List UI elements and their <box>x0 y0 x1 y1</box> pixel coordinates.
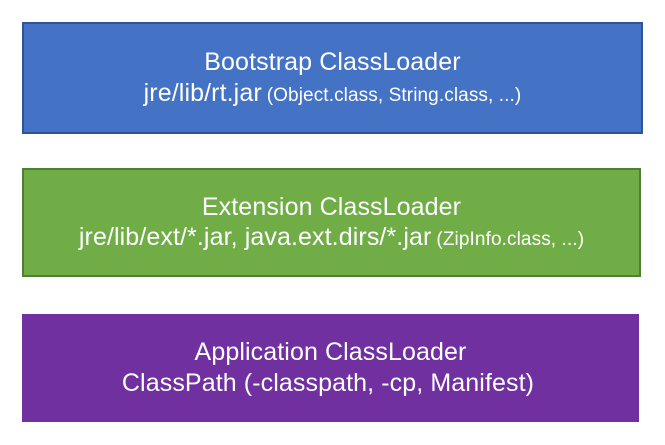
bootstrap-classloader-note: (Object.class, String.class, ...) <box>266 84 522 106</box>
extension-classloader-path: jre/lib/ext/*.jar, java.ext.dirs/*.jar <box>78 223 432 251</box>
application-classloader-path: ClassPath (-classpath, -cp, Manifest) <box>121 368 535 397</box>
application-classloader-detail: ClassPath (-classpath, -cp, Manifest) <box>122 369 539 399</box>
application-classloader-box: Application ClassLoader ClassPath (-clas… <box>22 314 639 422</box>
bootstrap-classloader-box: Bootstrap ClassLoader jre/lib/rt.jar(Obj… <box>22 22 643 134</box>
bootstrap-classloader-detail: jre/lib/rt.jar(Object.class, String.clas… <box>144 79 522 109</box>
bootstrap-classloader-path: jre/lib/rt.jar <box>143 78 262 107</box>
extension-classloader-detail: jre/lib/ext/*.jar, java.ext.dirs/*.jar(Z… <box>79 223 584 253</box>
extension-classloader-title: Extension ClassLoader <box>201 192 462 221</box>
bootstrap-classloader-title: Bootstrap ClassLoader <box>204 48 461 76</box>
application-classloader-title: Application ClassLoader <box>194 338 467 366</box>
application-classloader-note <box>534 375 539 396</box>
extension-classloader-box: Extension ClassLoader jre/lib/ext/*.jar,… <box>22 168 641 277</box>
extension-classloader-note: (ZipInfo.class, ...) <box>436 229 585 250</box>
